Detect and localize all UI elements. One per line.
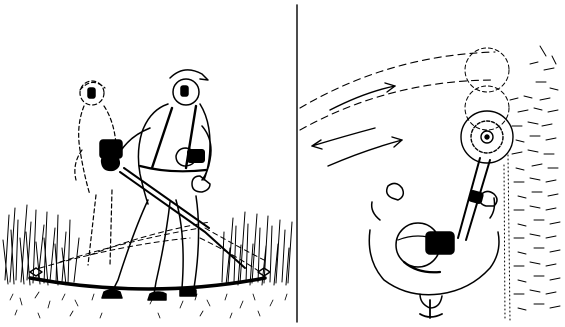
ghost-operator-icon [75,81,116,265]
ghost-cutting-heads [465,48,509,130]
grass-right-icon [222,212,292,285]
top-view-panel [300,46,560,320]
side-view-panel [3,70,292,318]
grass-top-icon [510,46,560,310]
trimmer-shaft-top [458,158,490,240]
cut-edge [504,155,510,320]
swing-arc-dashes-top [300,52,495,130]
cutting-head-icon-top [461,111,513,163]
swing-arc-dashes [40,222,268,272]
stubble [10,292,287,318]
swing-arrow-icon [312,83,402,166]
